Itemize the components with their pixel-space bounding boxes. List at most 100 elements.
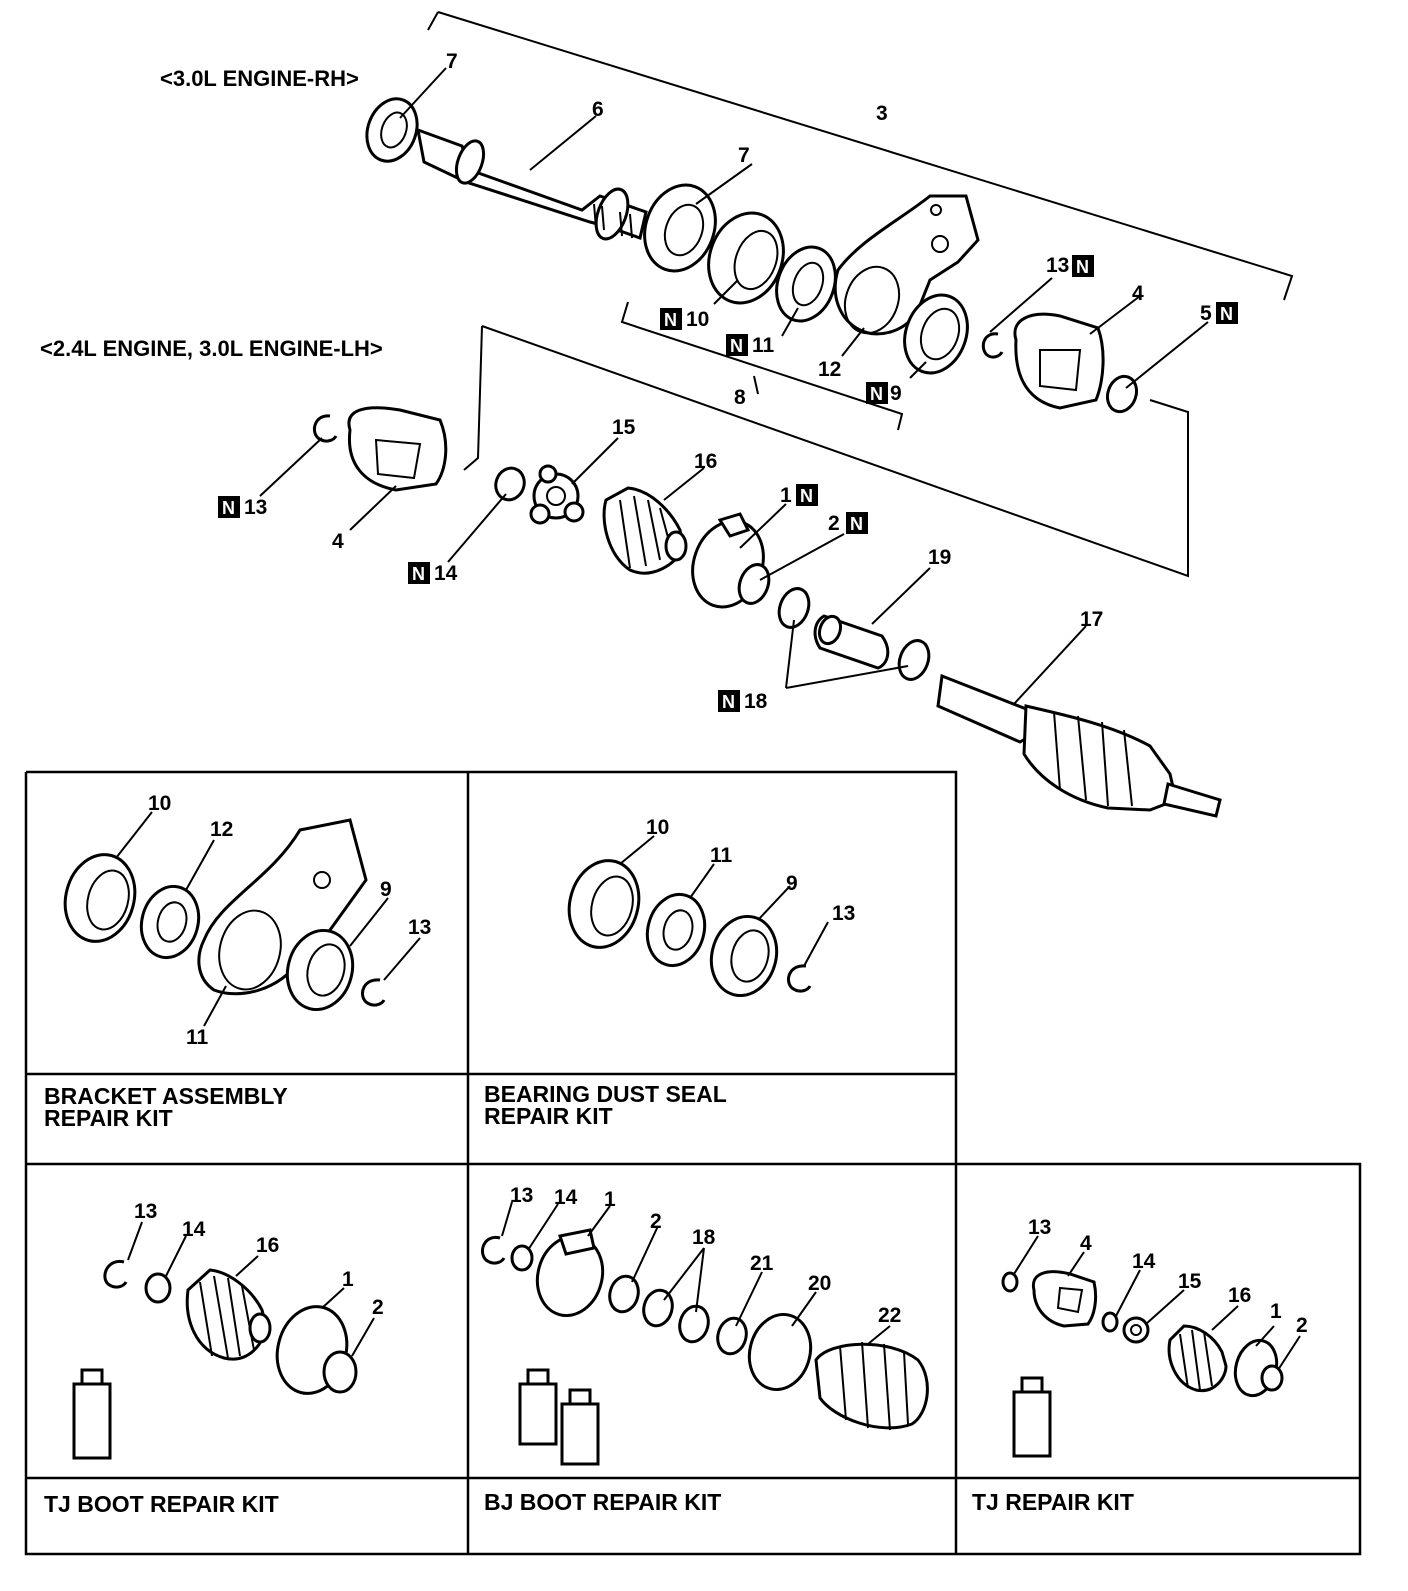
kit5-label-16: 16 [1228, 1284, 1251, 1307]
kit2-title-line1: BEARING DUST SEAL [484, 1081, 727, 1107]
n-badge-14 [408, 562, 430, 584]
kit4-label-1: 1 [604, 1188, 616, 1211]
n-badge-1-letter: N [800, 486, 813, 506]
n-badge-5-letter: N [1220, 304, 1233, 324]
kit1-title-line2: REPAIR KIT [44, 1105, 173, 1131]
heading-engine-rh: <3.0L ENGINE-RH> [160, 66, 359, 91]
kit3-label-1: 1 [342, 1268, 354, 1291]
n-badge-14-letter: N [412, 564, 425, 584]
kit2-label-9: 9 [786, 872, 798, 895]
boot-band-18-right [897, 639, 931, 681]
n-badge-2 [846, 512, 868, 534]
n-badge-9-letter: N [870, 384, 883, 404]
kit3-label-2: 2 [372, 1296, 384, 1319]
kit2-label-13: 13 [832, 902, 855, 925]
kit1-title-line1: BRACKET ASSEMBLY [44, 1083, 288, 1109]
kit-tj-repair: 13 4 14 15 16 1 2 TJ REPAIR KIT [972, 1216, 1308, 1515]
kit4-label-18: 18 [692, 1226, 716, 1249]
kit5-label-13: 13 [1028, 1216, 1051, 1239]
n-badge-11-letter: N [730, 336, 743, 356]
kit5-label-4: 4 [1080, 1232, 1092, 1255]
n-badge-2-letter: N [850, 514, 863, 534]
kit3-label-14: 14 [182, 1218, 206, 1241]
label-2: 2 [828, 512, 840, 535]
circlip-13-top [981, 332, 1004, 359]
n-badge-5 [1216, 302, 1238, 324]
n-badge-18-letter: N [722, 692, 735, 712]
label-19: 19 [928, 546, 951, 569]
label-8: 8 [734, 386, 746, 409]
kit1-label-12: 12 [210, 818, 233, 841]
bracket-line-lh [463, 325, 1189, 578]
label-16: 16 [694, 450, 717, 473]
dust-seal-7-left [365, 97, 419, 163]
seal-9 [903, 293, 969, 375]
label-18: 18 [744, 690, 768, 713]
label-14: 14 [434, 562, 458, 585]
label-12: 12 [818, 358, 841, 381]
main-exploded-view: <3.0L ENGINE-RH> <2.4L ENGINE, 3.0L ENGI… [40, 11, 1294, 818]
label-11: 11 [752, 334, 775, 357]
n-badge-18 [718, 690, 740, 712]
kit1-label-11: 11 [186, 1026, 209, 1049]
tj-housing-4-top [1013, 312, 1105, 410]
kit4-title: BJ BOOT REPAIR KIT [484, 1489, 721, 1515]
bracket-line-8 [620, 301, 904, 431]
spider-15 [529, 464, 585, 525]
n-badge-10-letter: N [664, 310, 677, 330]
bearing-11 [775, 245, 837, 323]
label-9: 9 [890, 382, 902, 405]
kit5-label-14: 14 [1132, 1250, 1156, 1273]
n-badge-13-left-letter: N [222, 498, 235, 518]
intermediate-shaft [416, 127, 648, 241]
kit2-label-10: 10 [646, 816, 669, 839]
n-badge-1 [796, 484, 818, 506]
n-badge-13-left [218, 496, 240, 518]
heading-engine-lh: <2.4L ENGINE, 3.0L ENGINE-LH> [40, 336, 383, 361]
kit4-label-14: 14 [554, 1186, 578, 1209]
kit-tj-boot-repair: 13 14 16 1 2 TJ BOOT REPAIR KIT [44, 1200, 384, 1517]
damper-19 [813, 614, 890, 670]
label-4-top: 4 [1132, 282, 1144, 305]
kit3-label-13: 13 [134, 1200, 157, 1223]
label-6: 6 [592, 98, 604, 121]
kit4-label-22: 22 [878, 1304, 901, 1327]
kit2-title-line2: REPAIR KIT [484, 1103, 613, 1129]
kit5-label-1: 1 [1270, 1300, 1282, 1323]
kit5-label-2: 2 [1296, 1314, 1308, 1337]
label-7-left: 7 [446, 50, 458, 73]
kit-bearing-dust-seal: 10 11 9 13 BEARING DUST SEAL REPAIR KIT [484, 816, 855, 1129]
kit-bj-boot-repair: 13 14 1 2 18 21 20 22 BJ BOOT REPAIR KIT [481, 1184, 929, 1515]
kit4-label-21: 21 [750, 1252, 774, 1275]
label-10: 10 [686, 308, 709, 331]
label-13-left: 13 [244, 496, 267, 519]
label-13-top: 13 [1046, 254, 1069, 277]
bj-shaft-17 [936, 673, 1222, 818]
n-badge-11 [726, 334, 748, 356]
n-badge-9 [866, 382, 888, 404]
kit3-label-16: 16 [256, 1234, 279, 1257]
label-5: 5 [1200, 302, 1212, 325]
n-badge-13-top-letter: N [1076, 257, 1089, 277]
tj-housing-4-left [347, 406, 448, 492]
tj-boot-16 [602, 486, 688, 575]
kit2-label-11: 11 [710, 844, 733, 867]
n-badge-10 [660, 308, 682, 330]
kit4-label-20: 20 [808, 1272, 831, 1295]
kit-grid [24, 770, 1362, 1556]
kit3-title: TJ BOOT REPAIR KIT [44, 1491, 279, 1517]
snap-ring-14 [494, 466, 526, 502]
label-3: 3 [876, 102, 888, 125]
kit1-label-13: 13 [408, 916, 431, 939]
kit1-label-10: 10 [148, 792, 171, 815]
kit4-label-2: 2 [650, 1210, 662, 1233]
n-badge-13-top [1072, 255, 1094, 277]
ring-5 [1105, 374, 1139, 414]
kit5-title: TJ REPAIR KIT [972, 1489, 1134, 1515]
kit-bracket-assembly: 10 12 9 13 11 BRACKET ASSEMBLY REPAIR KI… [44, 792, 431, 1131]
bracket-line-3 [427, 11, 1294, 301]
label-4-left: 4 [332, 530, 344, 553]
label-7-right: 7 [738, 144, 750, 167]
kit4-label-13: 13 [510, 1184, 533, 1207]
